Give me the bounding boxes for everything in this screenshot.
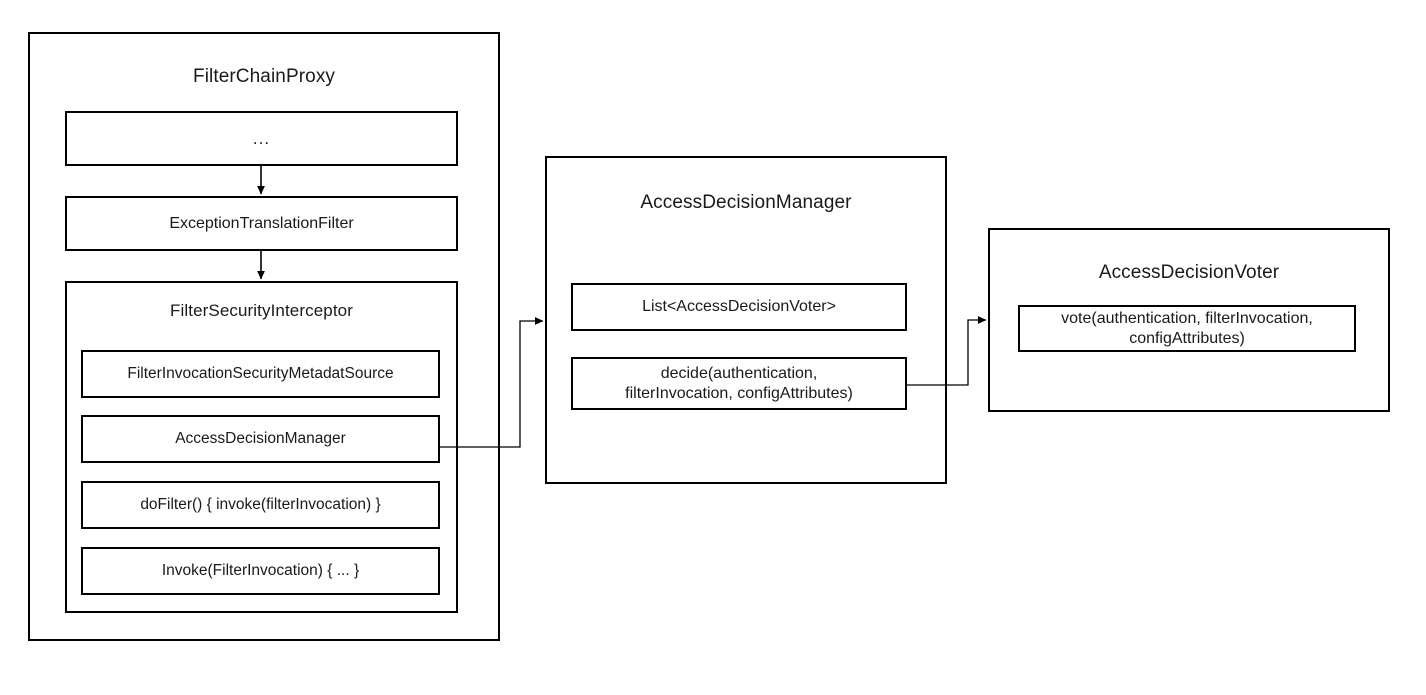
filter-chain-item-ellipsis: ...: [65, 111, 458, 166]
adm-member-decide: decide(authentication, filterInvocation,…: [571, 357, 907, 410]
filter-security-interceptor-title: FilterSecurityInterceptor: [170, 301, 353, 320]
access-decision-voter-title: AccessDecisionVoter: [1098, 262, 1280, 283]
fsi-member-filter-invocation-security-metadat-source: FilterInvocationSecurityMetadatSource: [81, 350, 440, 398]
fsi-member-invoke: Invoke(FilterInvocation) { ... }: [81, 547, 440, 595]
access-decision-manager-title: AccessDecisionManager: [640, 192, 852, 213]
fsi-member-access-decision-manager: AccessDecisionManager: [81, 415, 440, 463]
filter-chain-proxy-title: FilterChainProxy: [192, 66, 336, 87]
fsi-member-do-filter: doFilter() { invoke(filterInvocation) }: [81, 481, 440, 529]
filter-chain-item-exception-translation-filter: ExceptionTranslationFilter: [65, 196, 458, 251]
adm-member-list-access-decision-voter: List<AccessDecisionVoter>: [571, 283, 907, 331]
access-decision-voter-box: [988, 228, 1390, 412]
adv-member-vote: vote(authentication, filterInvocation, c…: [1018, 305, 1356, 352]
